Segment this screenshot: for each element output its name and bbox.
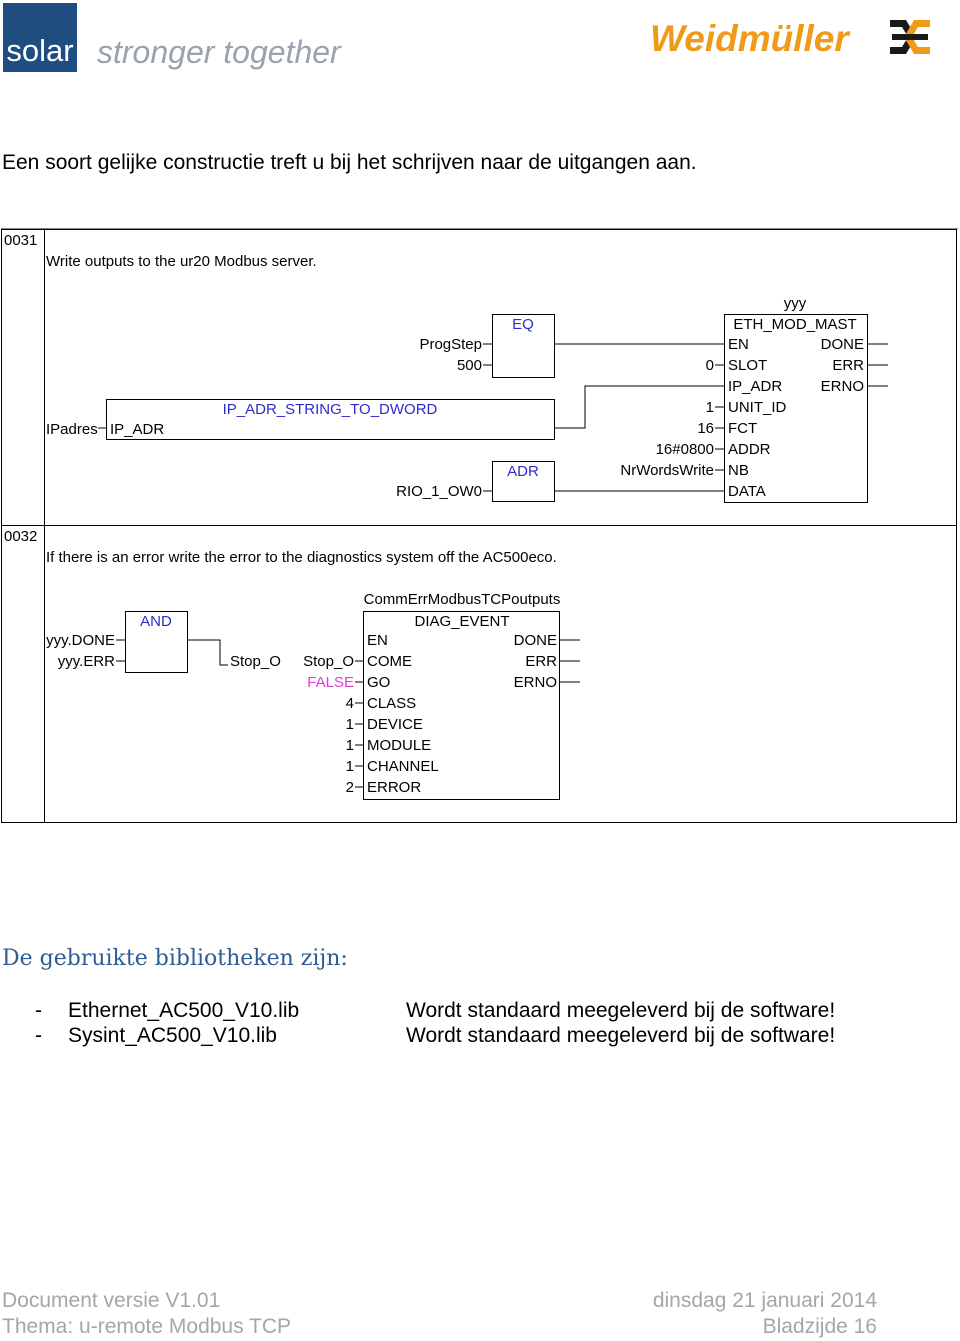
library-name: Ethernet_AC500_V10.lib [68,999,300,1022]
library-item: - Ethernet_AC500_V10.lib Wordt standaard… [0,999,960,1025]
ip-adr-conv-type: IP_ADR_STRING_TO_DWORD [223,401,438,418]
adr-block [492,461,555,502]
network-number: 0032 [4,528,37,545]
eth-instance: yyy [784,295,807,312]
eth-pin-unit-id: UNIT_ID [728,399,787,416]
eth-val-unit-id: 1 [706,399,714,416]
eth-pin-nb: NB [728,462,749,479]
network-number: 0031 [4,232,37,249]
footer-version: Document versie V1.01 [2,1289,221,1312]
diag-val-module: 1 [346,737,354,754]
eth-out-erno: ERNO [821,378,864,395]
diag-pin-device: DEVICE [367,716,423,733]
diag-pin-go: GO [367,674,390,691]
and-input-err: yyy.ERR [58,653,115,670]
diag-val-come: Stop_O [303,653,354,670]
tagline: stronger together [97,34,341,70]
rio-variable: RIO_1_OW0 [396,483,482,500]
diag-val-channel: 1 [346,758,354,775]
eth-pin-ip-adr: IP_ADR [728,378,782,395]
library-description: Wordt standaard meegeleverd bij de softw… [406,1024,836,1047]
eth-pin-slot: SLOT [728,357,767,374]
diag-pin-class: CLASS [367,695,416,712]
fbd-diagram: 0031 Write outputs to the ur20 Modbus se… [1,228,958,823]
library-name: Sysint_AC500_V10.lib [68,1024,277,1047]
diag-val-device: 1 [346,716,354,733]
diagram-frame [1,229,957,823]
intro-text: Een soort gelijke constructie treft u bi… [2,151,697,174]
eth-out-done: DONE [821,336,864,353]
ip-adr-conv-block [106,399,555,440]
eq-block-type: EQ [512,316,534,333]
and-block-type: AND [140,613,172,630]
network-comment: If there is an error write the error to … [46,549,557,566]
ipadres-variable: IPadres [46,421,98,438]
ip-adr-conv-pin: IP_ADR [110,421,164,438]
diag-pin-module: MODULE [367,737,431,754]
diag-pin-en: EN [367,632,388,649]
diag-out-erno: ERNO [514,674,557,691]
libraries-heading: De gebruikte bibliotheken zijn: [2,946,348,971]
solar-logo [3,3,77,72]
solar-logo-text: solar [6,33,74,68]
library-bullet: - [35,1024,42,1047]
diag-instance: CommErrModbusTCPoutputs [364,591,561,608]
footer-date: dinsdag 21 januari 2014 [652,1289,877,1312]
diag-val-error: 2 [346,779,354,796]
library-item: - Sysint_AC500_V10.lib Wordt standaard m… [0,1024,960,1050]
diag-val-go: FALSE [307,674,354,691]
footer-theme: Thema: u-remote Modbus TCP [2,1315,292,1338]
eth-val-fct: 16 [697,420,714,437]
eth-mod-mast-block [724,314,868,503]
eth-pin-fct: FCT [728,420,757,437]
eq-input-500: 500 [457,357,482,374]
weidmuller-logo-text: Weidmüller [650,18,849,59]
diag-out-err: ERR [525,653,557,670]
footer-page-number: Bladzijde 16 [762,1315,877,1338]
weidmuller-symbol-icon [890,20,930,54]
adr-block-type: ADR [507,463,539,480]
network-comment: Write outputs to the ur20 Modbus server. [46,253,317,270]
diag-block-type: DIAG_EVENT [414,613,509,630]
eth-pin-data: DATA [728,483,766,500]
diag-pin-channel: CHANNEL [367,758,439,775]
diag-pin-error: ERROR [367,779,421,796]
and-output-stop-o: Stop_O [230,653,281,670]
eq-block [492,314,555,378]
eth-pin-addr: ADDR [728,441,771,458]
diag-pin-come: COME [367,653,412,670]
eth-pin-en: EN [728,336,749,353]
and-block [125,611,188,673]
eth-val-addr: 16#0800 [656,441,714,458]
library-description: Wordt standaard meegeleverd bij de softw… [406,999,836,1022]
eq-input-progstep: ProgStep [419,336,482,353]
eth-val-nb: NrWordsWrite [620,462,714,479]
eth-block-type: ETH_MOD_MAST [733,316,856,333]
library-bullet: - [35,999,42,1022]
diag-event-block [363,611,560,800]
eth-out-err: ERR [832,357,864,374]
diag-val-class: 4 [346,695,354,712]
and-input-done: yyy.DONE [46,632,115,649]
eth-val-slot: 0 [706,357,714,374]
diag-out-done: DONE [514,632,557,649]
